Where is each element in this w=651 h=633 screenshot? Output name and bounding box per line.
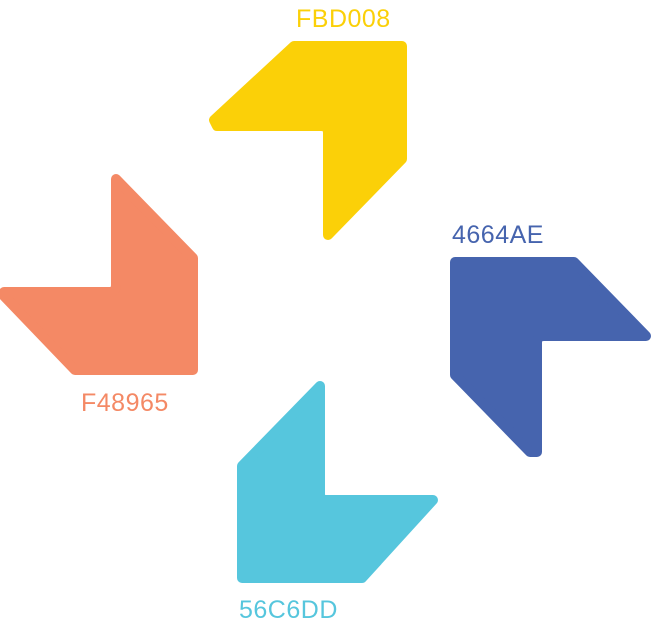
- yellow-chevron-shape: [209, 41, 407, 240]
- cyan-hex-label: 56C6DD: [239, 596, 338, 624]
- blue-hex-label: 4664AE: [452, 221, 544, 249]
- yellow-hex-label: FBD008: [296, 5, 391, 33]
- blue-chevron-shape: [450, 257, 651, 457]
- orange-chevron-shape: [0, 174, 198, 375]
- orange-hex-label: F48965: [81, 389, 169, 417]
- cyan-chevron-shape: [237, 381, 438, 583]
